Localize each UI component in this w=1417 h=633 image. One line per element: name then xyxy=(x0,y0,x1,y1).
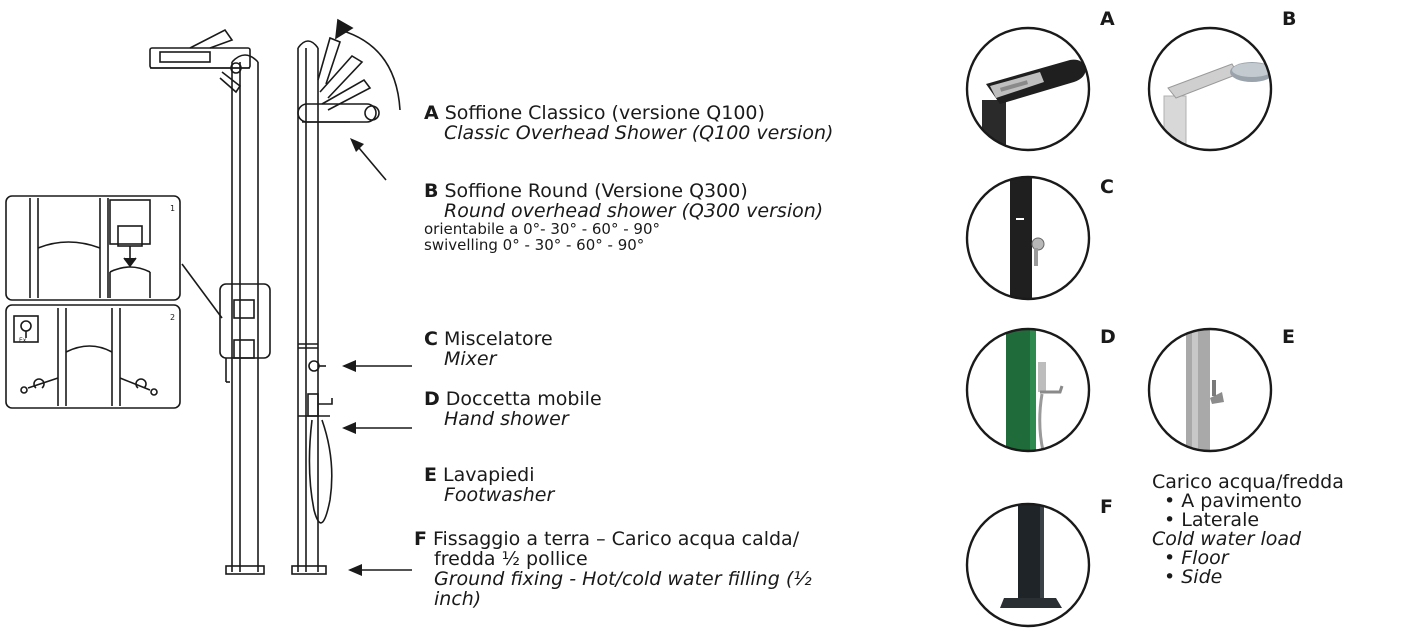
callout-e-subtitle: Footwasher xyxy=(444,483,555,506)
circle-b-photo xyxy=(1149,28,1271,150)
circle-f-photo xyxy=(967,504,1089,626)
circle-label-e: E xyxy=(1282,326,1295,348)
callout-d-letter: D xyxy=(424,388,440,410)
circle-c-photo xyxy=(967,177,1089,299)
detail-inset-1 xyxy=(5,195,181,301)
cold-water-side-it: • Laterale xyxy=(1164,509,1260,531)
callout-d-subtitle: Hand shower xyxy=(444,407,569,430)
cold-water-side-en: • Side xyxy=(1164,566,1223,588)
circle-label-c: C xyxy=(1100,176,1114,198)
callout-e-letter: E xyxy=(424,464,437,486)
callout-f-subtitle-line2: inch) xyxy=(434,587,482,610)
cold-water-load-title-en: Cold water load xyxy=(1152,528,1302,550)
circle-label-f: F xyxy=(1100,496,1113,518)
callout-b-title: Soffione Round (Versione Q300) xyxy=(444,180,748,202)
callout-a-letter: A xyxy=(424,102,439,124)
circle-d-photo xyxy=(967,329,1089,451)
circle-label-d: D xyxy=(1100,326,1116,348)
detail-step-2-number: 2 xyxy=(170,313,175,322)
callout-c-title: Miscelatore xyxy=(443,328,553,350)
circle-e-photo xyxy=(1149,329,1271,451)
callout-f-title-line2: fredda ½ pollice xyxy=(434,547,588,570)
circle-a-photo xyxy=(967,28,1089,150)
detail-wrench-label: Ex xyxy=(19,337,27,344)
circle-label-b: B xyxy=(1282,8,1297,30)
cold-water-floor-en: • Floor xyxy=(1164,547,1229,569)
circle-label-a: A xyxy=(1100,8,1115,30)
callout-b-letter: B xyxy=(424,180,439,202)
callout-d-title: Doccetta mobile xyxy=(445,388,602,410)
cold-water-load-title-it: Carico acqua/fredda xyxy=(1152,471,1344,493)
callout-b-subtitle: Round overhead shower (Q300 version) xyxy=(444,199,824,222)
cold-water-floor-it: • A pavimento xyxy=(1164,490,1302,512)
callout-c-letter: C xyxy=(424,328,438,350)
detail-inset-2 xyxy=(5,304,181,409)
callout-c-subtitle: Mixer xyxy=(444,347,497,370)
callout-e-title: Lavapiedi xyxy=(442,464,535,486)
callout-f-title-line1: Fissaggio a terra – Carico acqua calda/ xyxy=(432,528,800,550)
callout-f-letter: F xyxy=(414,528,427,550)
detail-step-1-number: 1 xyxy=(170,204,175,213)
cold-water-load-note: Carico acqua/fredda • A pavimento • Late… xyxy=(1152,473,1344,587)
callout-a-title: Soffione Classico (versione Q100) xyxy=(444,102,765,124)
callout-b-note-it: orientabile a 0°- 30° - 60° - 90° xyxy=(424,219,661,238)
callout-a-subtitle: Classic Overhead Shower (Q100 version) xyxy=(444,121,834,144)
callout-b-note-en: swivelling 0° - 30° - 60° - 90° xyxy=(424,235,645,254)
callout-f-subtitle-line1: Ground fixing - Hot/cold water filling (… xyxy=(434,567,812,590)
